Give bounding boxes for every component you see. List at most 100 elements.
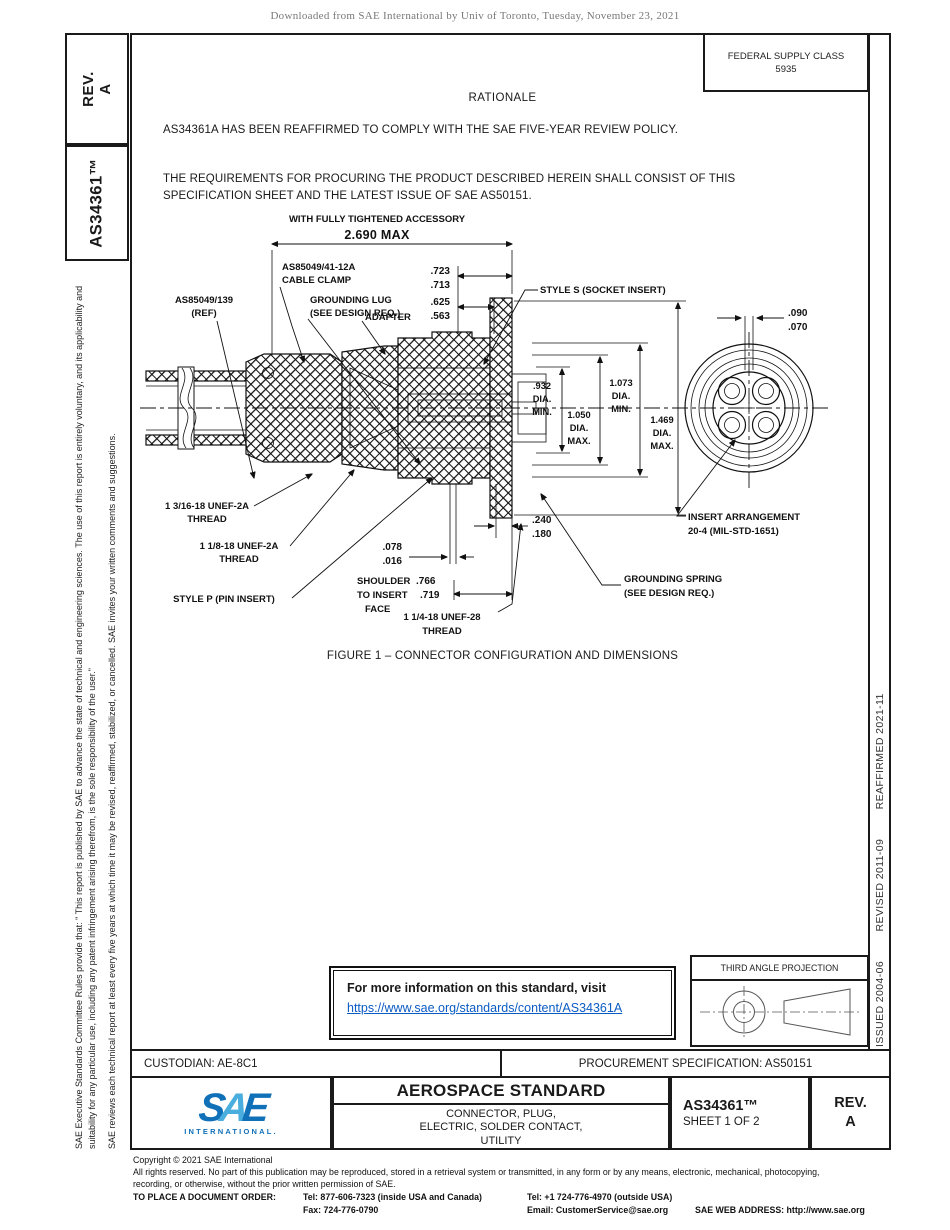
- dim-070: .070: [788, 322, 808, 333]
- rev-label: REV.: [834, 1095, 867, 1112]
- dim-090: .090: [788, 308, 808, 319]
- fax-number: Fax: 724-776-0790: [303, 1205, 379, 1215]
- dim-719: .719: [420, 590, 440, 601]
- overall-max-dim: 2.690 MAX: [344, 228, 410, 242]
- disclaimer-paragraph-1: SAE Executive Standards Committee Rules …: [73, 285, 97, 1149]
- rev-cell: REV. A: [810, 1076, 891, 1150]
- federal-supply-class-title: FEDERAL SUPPLY CLASS: [727, 50, 845, 62]
- tel-inside: Tel: 877-606-7323 (inside USA and Canada…: [303, 1192, 482, 1202]
- sae-logo: SAE: [196, 1086, 266, 1130]
- standard-subtitle: CONNECTOR, PLUG, ELECTRIC, SOLDER CONTAC…: [419, 1108, 583, 1147]
- doc-number: AS34361™: [683, 1098, 758, 1114]
- svg-text:DIA.: DIA.: [612, 391, 631, 401]
- svg-text:THREAD: THREAD: [219, 554, 259, 565]
- federal-supply-class-box: FEDERAL SUPPLY CLASS 5935: [703, 33, 869, 92]
- figure1-caption: FIGURE 1 – CONNECTOR CONFIGURATION AND D…: [326, 650, 679, 662]
- federal-supply-class-code: 5935: [775, 63, 797, 75]
- requirements-paragraph: THE REQUIREMENTS FOR PROCURING THE PRODU…: [163, 173, 736, 203]
- svg-text:DIA.: DIA.: [533, 394, 552, 404]
- third-angle-projection-title: THIRD ANGLE PROJECTION: [692, 957, 867, 981]
- sae-logo-subtext: INTERNATIONAL.: [184, 1127, 278, 1136]
- standard-url-link[interactable]: https://www.sae.org/standards/content/AS…: [347, 1001, 623, 1015]
- rationale-heading: RATIONALE: [468, 92, 537, 104]
- svg-text:MAX.: MAX.: [567, 436, 590, 446]
- dimension-lines: [216, 244, 784, 613]
- left-disclaimer-column: SAE Executive Standards Committee Rules …: [63, 263, 129, 1150]
- svg-text:TO INSERT: TO INSERT: [357, 590, 408, 601]
- dim-078: .078: [383, 542, 403, 553]
- shoulder-label: SHOULDER: [357, 576, 410, 587]
- doc-number-sidebar-box: AS34361™: [65, 145, 129, 261]
- figure1-connector-drawing: WITH FULLY TIGHTENED ACCESSORY 2.690 MAX…: [140, 214, 832, 637]
- dim-240: .240: [532, 515, 552, 526]
- dim-766: .766: [416, 576, 436, 587]
- figure-labels: WITH FULLY TIGHTENED ACCESSORY 2.690 MAX…: [165, 214, 808, 637]
- dim-625: .625: [431, 297, 451, 308]
- style-p-label: STYLE P (PIN INSERT): [173, 594, 275, 605]
- dia-1469: 1.469: [650, 415, 673, 425]
- svg-text:DIA.: DIA.: [570, 423, 589, 433]
- svg-text:(SEE DESIGN REQ.): (SEE DESIGN REQ.): [310, 308, 400, 319]
- copyright-line: Copyright © 2021 SAE International: [133, 1155, 273, 1165]
- more-info-text: For more information on this standard, v…: [347, 981, 607, 995]
- grounding-lug-label: GROUNDING LUG: [310, 295, 392, 306]
- svg-text:MIN.: MIN.: [532, 407, 552, 417]
- thread-118-label: 1 1/8-18 UNEF-2A: [200, 541, 279, 552]
- insert-arrangement-label: INSERT ARRANGEMENT: [688, 512, 800, 523]
- backshell-ref: AS85049/139: [175, 295, 233, 306]
- socket-contacts: [717, 376, 781, 440]
- third-angle-projection-box: THIRD ANGLE PROJECTION: [690, 955, 869, 1047]
- procurement-cell: PROCUREMENT SPECIFICATION: AS50151: [500, 1049, 891, 1078]
- rights-line-2: recording, or otherwise, without the pri…: [133, 1179, 396, 1189]
- email-address: Email: CustomerService@sae.org: [527, 1205, 669, 1215]
- grounding-spring-label: GROUNDING SPRING: [624, 574, 722, 585]
- revised-date: REVISED 2011-09: [873, 838, 886, 932]
- dim-723: .723: [431, 266, 451, 277]
- third-angle-projection-icon: [700, 986, 860, 1038]
- connector-face-view: [684, 316, 814, 490]
- rights-line-1: All rights reserved. No part of this pub…: [133, 1167, 820, 1177]
- reaffirmed-date: REAFFIRMED 2021-11: [873, 693, 886, 810]
- disclaimer-paragraph-2: SAE reviews each technical report at lea…: [107, 432, 118, 1149]
- style-s-label: STYLE S (SOCKET INSERT): [540, 285, 666, 296]
- thread-114-label: 1 1/4-18 UNEF-28: [403, 612, 480, 623]
- issued-date: ISSUED 2004-06: [873, 960, 886, 1047]
- custodian-cell: CUSTODIAN: AE-8C1: [130, 1049, 502, 1078]
- sae-logo-cell: SAE INTERNATIONAL.: [130, 1076, 332, 1150]
- svg-text:20-4 (MIL-STD-1651): 20-4 (MIL-STD-1651): [688, 526, 779, 537]
- custodian-text: CUSTODIAN: AE-8C1: [144, 1057, 258, 1070]
- cable-clamp-ref: AS85049/41-12A: [282, 262, 356, 273]
- svg-text:THREAD: THREAD: [422, 626, 462, 637]
- svg-text:FACE: FACE: [365, 604, 390, 615]
- standard-type-title: AEROSPACE STANDARD: [334, 1078, 668, 1105]
- rev-value: A: [845, 1114, 856, 1130]
- doc-number-sidebar-label: AS34361™: [87, 158, 106, 248]
- right-column-divider: [868, 33, 870, 1049]
- web-address: SAE WEB ADDRESS: http://www.sae.org: [695, 1205, 865, 1215]
- sheet-number: SHEET 1 OF 2: [683, 1116, 760, 1128]
- dim-713: .713: [431, 280, 451, 291]
- download-watermark: Downloaded from SAE International by Uni…: [270, 10, 680, 22]
- rev-sidebar-box: REV. A: [65, 33, 129, 145]
- thread-1316-label: 1 3/16-18 UNEF-2A: [165, 501, 249, 512]
- standard-title-cell: AEROSPACE STANDARD CONNECTOR, PLUG, ELEC…: [332, 1076, 670, 1150]
- tel-outside: Tel: +1 724-776-4970 (outside USA): [527, 1192, 673, 1202]
- dia-1073: 1.073: [609, 378, 632, 388]
- dim-563: .563: [431, 311, 451, 322]
- svg-text:(REF): (REF): [191, 308, 216, 319]
- more-info-box: For more information on this standard, v…: [329, 966, 676, 1040]
- dim-016: .016: [383, 556, 403, 567]
- rev-sidebar-label: REV. A: [79, 71, 114, 107]
- svg-text:THREAD: THREAD: [187, 514, 227, 525]
- accessory-note-label: WITH FULLY TIGHTENED ACCESSORY: [289, 214, 466, 225]
- rationale-paragraph: AS34361A HAS BEEN REAFFIRMED TO COMPLY W…: [163, 124, 679, 136]
- svg-text:(SEE DESIGN REQ.): (SEE DESIGN REQ.): [624, 588, 714, 599]
- svg-text:MAX.: MAX.: [650, 441, 673, 451]
- adapter-label: ADAPTER: [365, 312, 411, 323]
- dim-180: .180: [532, 529, 552, 540]
- svg-text:DIA.: DIA.: [653, 428, 672, 438]
- svg-text:MIN.: MIN.: [611, 404, 631, 414]
- dia-932: .932: [533, 381, 551, 391]
- dia-1050: 1.050: [567, 410, 590, 420]
